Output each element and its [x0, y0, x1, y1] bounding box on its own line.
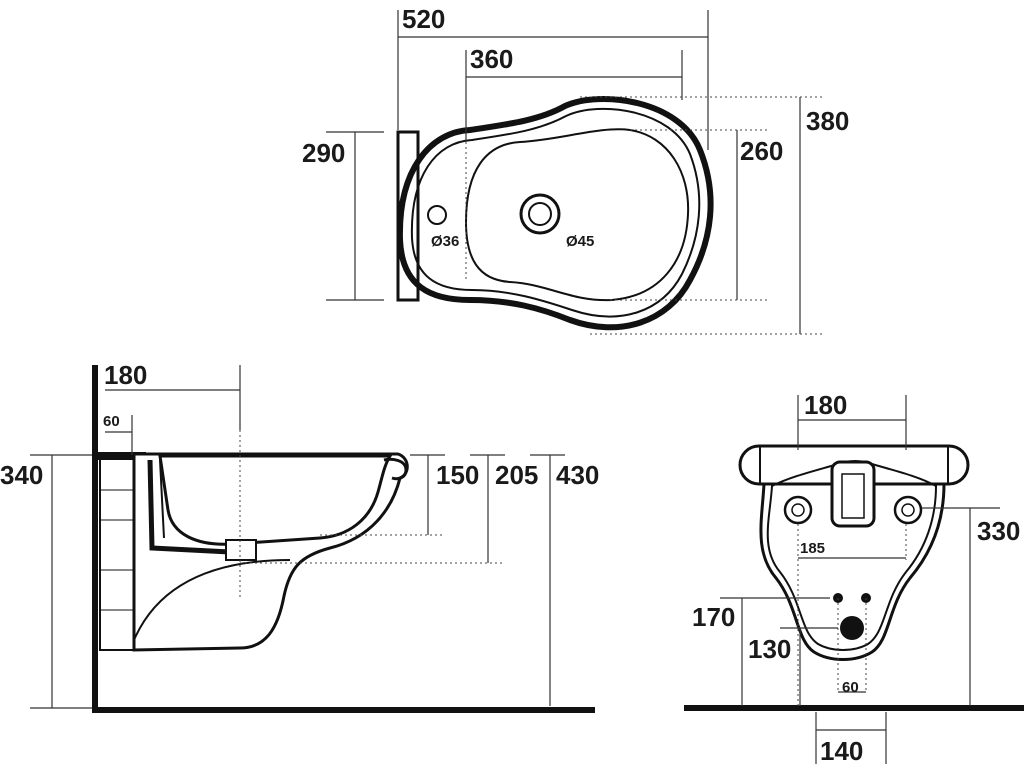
- dim-basin-depth: 260: [740, 136, 783, 166]
- dim-axis-offset: 180: [104, 360, 147, 390]
- dim-drain-height: 130: [748, 634, 791, 664]
- wall-and-floor: [92, 365, 595, 713]
- rear-body-outer: [759, 482, 946, 661]
- drain-hole-inner: [528, 202, 552, 226]
- dim-back-height: 290: [302, 138, 345, 168]
- drain-hole-label: Ø45: [566, 233, 594, 250]
- tap-hole-label: Ø36: [431, 233, 459, 250]
- tap-hole: [427, 205, 447, 225]
- dim-drain-offset: 140: [820, 736, 863, 766]
- dim-basin-width: 360: [470, 44, 513, 74]
- dim-body-depth: 205: [495, 460, 538, 490]
- rear-center-cutout: [830, 460, 876, 528]
- rim-top: [98, 452, 146, 460]
- bowl-outline: [464, 128, 690, 302]
- dim-total-height: 430: [556, 460, 599, 490]
- top-view: 520 360 290 260 380 Ø36 Ø45: [302, 4, 849, 335]
- dim-basin-depth-side: 150: [436, 460, 479, 490]
- drain-fitting: [225, 539, 257, 561]
- rear-view: 180 185 330 170 130 60 140: [684, 390, 1024, 766]
- side-view: 180 60 340 150 205 430: [0, 360, 599, 713]
- dim-supply-spacing: 60: [842, 679, 859, 696]
- basin-outer-rim: [396, 95, 714, 331]
- basin-channel: [147, 459, 231, 555]
- mounting-block: [99, 454, 135, 651]
- dim-mount-height: 340: [0, 460, 43, 490]
- rear-drain: [840, 616, 864, 640]
- dim-overall-depth: 380: [806, 106, 849, 136]
- dim-overall-width: 520: [402, 4, 445, 34]
- basin-inner-rim: [410, 107, 701, 318]
- dim-supply-height: 170: [692, 602, 735, 632]
- dim-fixing-spacing: 185: [800, 540, 825, 557]
- dim-fixing-height: 330: [977, 516, 1020, 546]
- dim-rear-width: 180: [804, 390, 847, 420]
- dim-wall-offset: 60: [103, 413, 120, 430]
- basin-side-inner: [158, 454, 393, 546]
